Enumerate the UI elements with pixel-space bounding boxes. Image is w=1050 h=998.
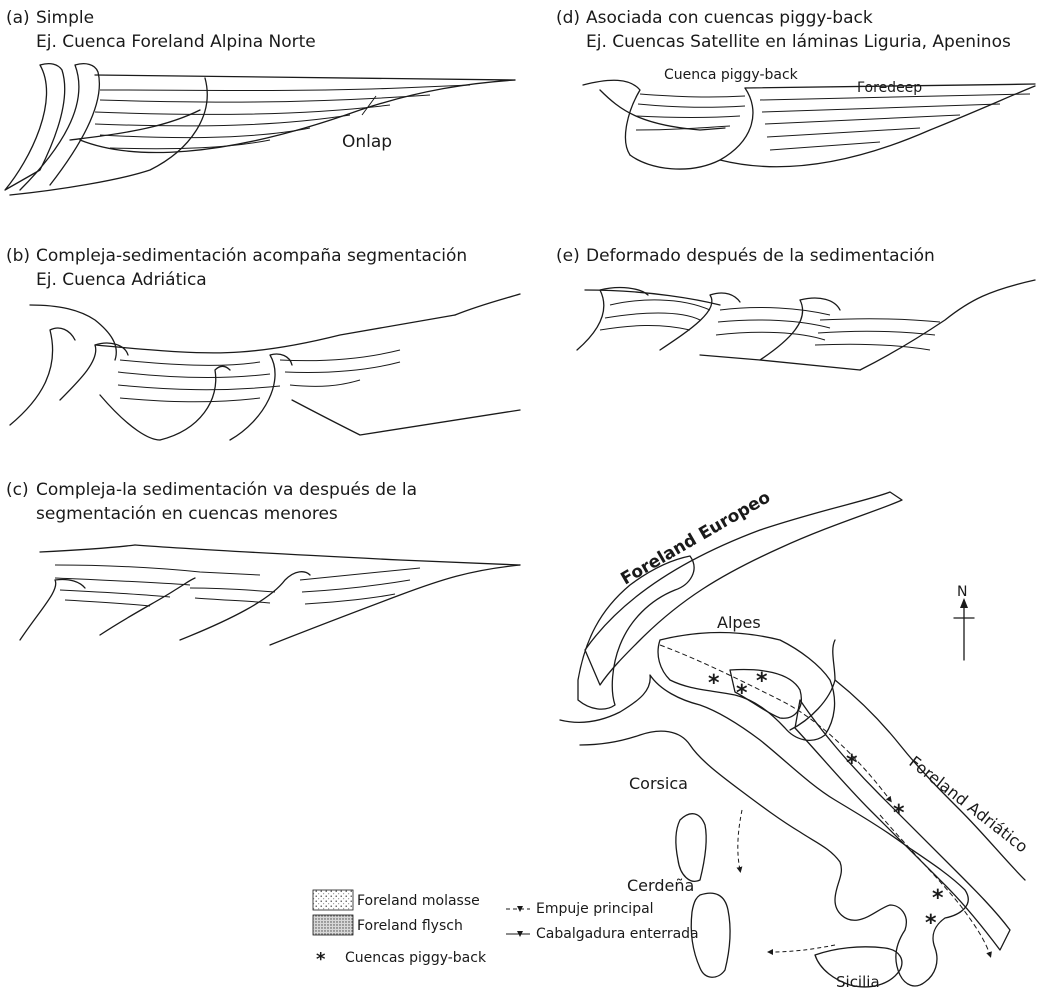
- onlap-label: Onlap: [342, 132, 392, 152]
- piggyback-marker: *: [736, 681, 748, 706]
- legend: Foreland molasse Foreland flysch * Cuenc…: [313, 890, 699, 970]
- label-sicilia: Sicilia: [836, 973, 880, 991]
- legend-swatch-flysch: [313, 915, 353, 935]
- label-alpes: Alpes: [717, 613, 761, 632]
- legend-flysch: Foreland flysch: [357, 918, 463, 934]
- label-corsica: Corsica: [629, 774, 688, 793]
- piggyback-marker: *: [925, 911, 937, 936]
- piggyback-marker: *: [708, 671, 720, 696]
- section-c: [20, 545, 520, 645]
- section-b: [10, 294, 520, 440]
- legend-cabalgadura: Cabalgadura enterrada: [536, 926, 699, 942]
- label-foreland-adriatico: Foreland Adriático: [906, 752, 1032, 856]
- piggyback-label: Cuenca piggy-back: [664, 67, 799, 83]
- piggyback-marker: *: [893, 801, 905, 826]
- piggyback-marker: *: [756, 669, 768, 694]
- label-foreland-europeo: Foreland Europeo: [618, 487, 775, 589]
- north-label: N: [957, 584, 967, 600]
- piggyback-marker: *: [932, 886, 944, 911]
- legend-asterisk-icon: *: [316, 949, 326, 970]
- piggyback-marker: *: [846, 751, 858, 776]
- legend-empuje: Empuje principal: [536, 901, 654, 917]
- section-d: [583, 80, 1035, 169]
- legend-piggyback: Cuencas piggy-back: [345, 950, 487, 966]
- piggyback-markers: * * * * * * *: [708, 669, 944, 936]
- section-e: [577, 280, 1035, 370]
- legend-molasse: Foreland molasse: [357, 893, 480, 909]
- label-cerdena: Cerdeña: [627, 876, 694, 895]
- section-a: [5, 64, 515, 195]
- foredeep-label: Foredeep: [857, 80, 922, 96]
- legend-swatch-molasse: [313, 890, 353, 910]
